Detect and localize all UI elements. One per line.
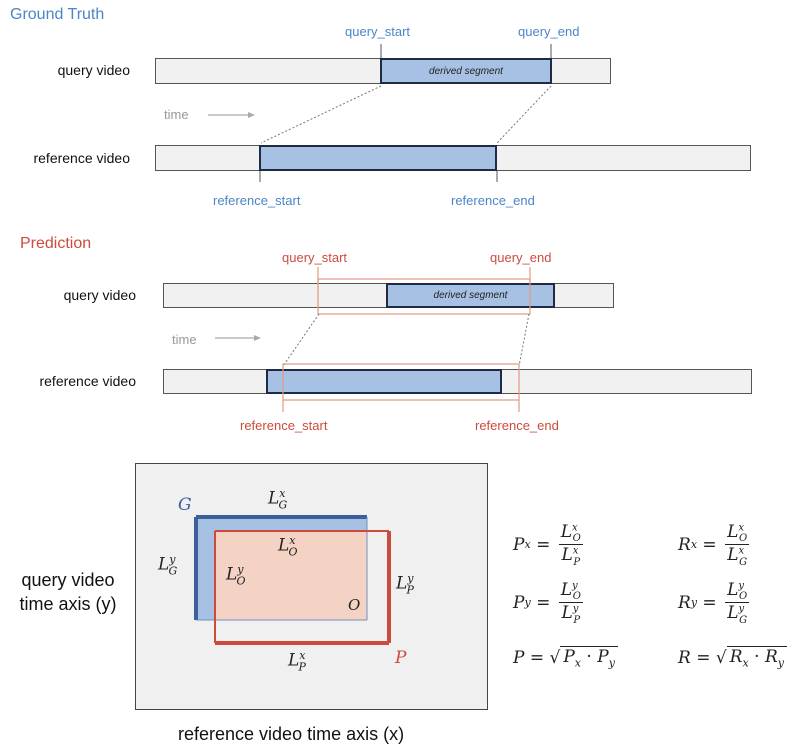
- loy-label: LyO: [226, 563, 246, 588]
- gt-connector-lines: [208, 44, 552, 182]
- overlap-boxes: [194, 515, 391, 645]
- lpy-label: LyP: [396, 572, 414, 597]
- pred-reference-segment: [266, 369, 502, 394]
- p-box-label: P: [395, 648, 407, 668]
- prediction-title: Prediction: [20, 235, 92, 252]
- gt-query-derived-segment: derived segment: [380, 58, 552, 84]
- gt-query-start-label: query_start: [345, 24, 411, 39]
- y-axis-label-line2: time axis (y): [19, 594, 117, 614]
- lgx-label: LxG: [268, 487, 288, 512]
- ground-truth-title: Ground Truth: [10, 6, 105, 23]
- precision-formula: P = √Px · Py: [513, 646, 618, 669]
- lgy-label: LyG: [158, 553, 178, 578]
- gt-reference-end-label: reference_end: [451, 193, 535, 208]
- pred-query-start-label: query_start: [282, 250, 348, 265]
- pred-query-derived-segment: derived segment: [386, 283, 555, 308]
- x-axis-label: reference video time axis (x): [178, 724, 405, 744]
- gt-query-end-label: query_end: [518, 24, 580, 39]
- pred-query-end-label: query_end: [490, 250, 552, 265]
- gt-reference-segment: [259, 145, 497, 171]
- o-overlap-label: O: [348, 596, 361, 614]
- pred-connector-lines: [215, 267, 531, 412]
- g-box-label: G: [178, 495, 192, 515]
- gt-query-video-label: query video: [57, 62, 130, 78]
- pred-reference-end-label: reference_end: [475, 418, 559, 433]
- pred-time-label: time: [172, 332, 197, 347]
- recall-formula: R = √Rx · Ry: [678, 646, 787, 669]
- gt-time-label: time: [164, 107, 189, 122]
- pred-reference-video-label: reference video: [39, 373, 136, 389]
- lpx-label: LxP: [288, 649, 306, 674]
- y-axis-label: query video time axis (y): [8, 568, 128, 616]
- pred-reference-start-label: reference_start: [240, 418, 328, 433]
- y-axis-label-line1: query video: [21, 570, 115, 590]
- pred-query-video-label: query video: [63, 287, 136, 303]
- gt-reference-video-label: reference video: [33, 150, 130, 166]
- gt-reference-start-label: reference_start: [213, 193, 301, 208]
- lox-label: LxO: [278, 534, 298, 559]
